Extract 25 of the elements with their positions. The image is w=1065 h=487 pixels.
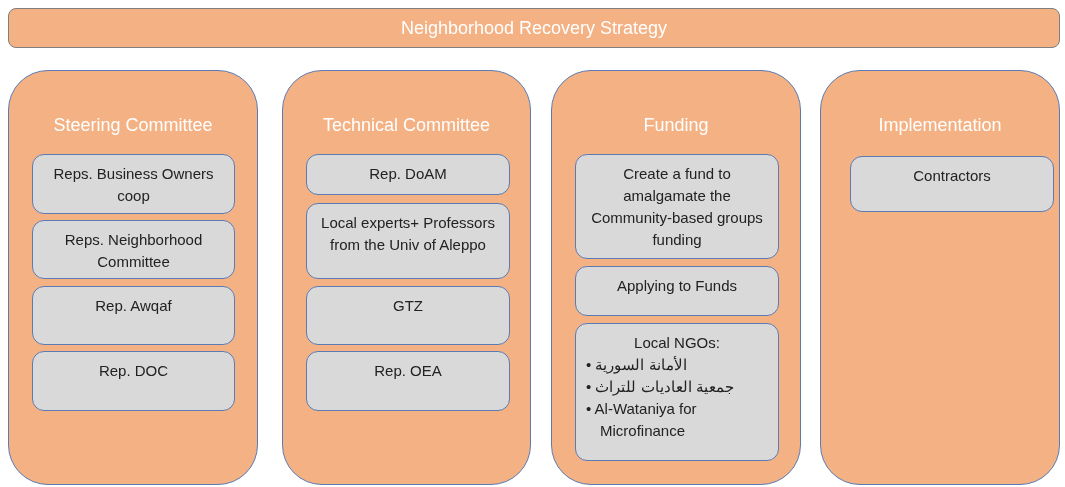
item-box: Reps. Neighborhood Committee (32, 220, 235, 279)
item-box: Rep. DOC (32, 351, 235, 411)
item-box: Applying to Funds (575, 266, 779, 316)
list-heading: Local NGOs: (633, 333, 721, 353)
item-box: Rep. Awqaf (32, 286, 235, 345)
column-panel (820, 70, 1060, 485)
column-heading: Funding (642, 115, 710, 136)
bullet-item: • Al-Wataniya for Microfinance (586, 399, 698, 441)
item-box: Contractors (850, 156, 1054, 212)
title-banner: Neighborhood Recovery Strategy (8, 8, 1060, 48)
list-box (575, 323, 779, 461)
item-box: Local experts+ Professors from the Univ of Aleppo (306, 203, 510, 279)
column-panel (551, 70, 801, 485)
bullet-item: • الأمانة السورية (586, 355, 688, 376)
item-box: Reps. Business Owners coop (32, 154, 235, 214)
column-panel (8, 70, 258, 485)
column-heading: Steering Committee (52, 115, 214, 136)
item-box: Rep. OEA (306, 351, 510, 411)
column-heading: Technical Committee (321, 115, 492, 136)
column-heading: Implementation (877, 115, 1003, 136)
item-box: Create a fund to amalgamate the Community-based groups funding (575, 154, 779, 259)
column-panel (282, 70, 531, 485)
item-box: GTZ (306, 286, 510, 345)
item-box: Rep. DoAM (306, 154, 510, 195)
bullet-item: • جمعية العاديات للتراث (586, 377, 735, 398)
